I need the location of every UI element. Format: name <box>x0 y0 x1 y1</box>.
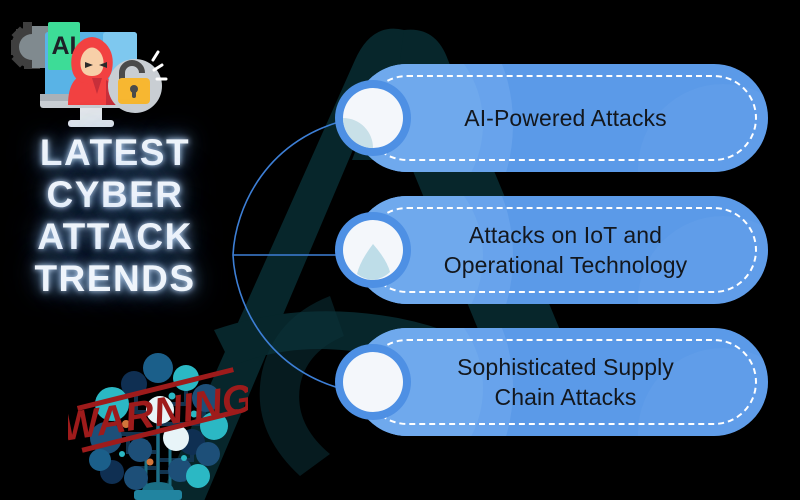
card-label-3: Sophisticated Supply Chain Attacks <box>457 354 674 410</box>
hacker-figure-icon <box>68 37 118 105</box>
card-ai-powered-attacks[interactable]: AI-Powered Attacks <box>333 64 768 172</box>
tech-tree-warning-illustration: WARNING <box>68 353 248 500</box>
padlock-icon <box>108 50 168 113</box>
title-line-2: CYBER <box>46 174 184 215</box>
node-marker-3 <box>335 344 411 420</box>
ai-hacker-monitor-icon: AI <box>11 22 168 127</box>
card-iot-ot-attacks[interactable]: Attacks on IoT and Operational Technolog… <box>333 196 768 304</box>
card-label-2: Attacks on IoT and Operational Technolog… <box>443 222 688 278</box>
card-pill-1[interactable] <box>353 64 768 172</box>
node-marker-2 <box>335 212 411 288</box>
title-line-3: ATTACK <box>37 216 193 257</box>
card-supply-chain-attacks[interactable]: Sophisticated Supply Chain Attacks <box>333 328 768 436</box>
card-label-1: AI-Powered Attacks <box>464 105 667 131</box>
title-line-1: LATEST <box>39 132 191 173</box>
title-line-4: TRENDS <box>34 258 196 299</box>
page-title: LATEST CYBER ATTACK TRENDS <box>0 132 230 300</box>
card-pill-3[interactable] <box>353 328 768 436</box>
node-marker-1 <box>335 80 411 156</box>
